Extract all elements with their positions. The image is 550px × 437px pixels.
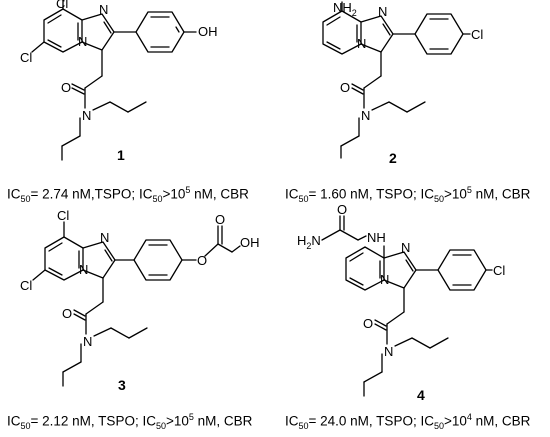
compound-2-activity-caption: IC50= 1.60 nM, TSPO; IC50>105 nM, CBR bbox=[285, 185, 531, 205]
compound-3-activity-caption: IC50= 2.12 nM, TSPO; IC50>105 nM, CBR bbox=[7, 412, 253, 432]
compound-2-amino-group: NH2 bbox=[333, 0, 357, 18]
compound-2-bridge-nitrogen: N bbox=[357, 36, 366, 51]
compound-3-chlorine-top: Cl bbox=[57, 208, 69, 223]
compound-3-amide-oxygen: O bbox=[62, 306, 72, 321]
compound-2-chlorine: Cl bbox=[471, 27, 483, 42]
compound-3-ring-nitrogen: N bbox=[100, 230, 109, 245]
compound-2-structure: NH2 N N Cl O N 2 bbox=[322, 0, 483, 166]
compound-1-amide-oxygen: O bbox=[61, 80, 71, 95]
compound-1-hydroxyl: OH bbox=[198, 24, 218, 39]
compound-1-structure: Cl Cl N N OH O N 1 bbox=[20, 0, 218, 163]
compound-4-amide-oxygen: O bbox=[363, 316, 373, 331]
compound-4-amide-nitrogen: N bbox=[384, 344, 393, 359]
compound-4-glycine-amine: H2N bbox=[297, 233, 321, 251]
compound-1-chlorine-top: Cl bbox=[56, 0, 68, 11]
compound-4-activity-caption: IC50= 24.0 nM, TSPO; IC50>104 nM, CBR bbox=[285, 412, 531, 432]
compound-1-chlorine-left: Cl bbox=[20, 50, 32, 65]
compound-3-ether-oxygen: O bbox=[197, 253, 207, 268]
compound-4-amide-nh: NH bbox=[367, 230, 386, 245]
compound-1-bridge-nitrogen: N bbox=[78, 34, 87, 49]
compound-3-acid-hydroxyl: OH bbox=[240, 235, 260, 250]
compound-4-chlorine: Cl bbox=[493, 263, 505, 278]
compound-4-ring-nitrogen: N bbox=[401, 240, 410, 255]
compound-4-glycine-oxygen: O bbox=[337, 202, 347, 217]
compound-3-structure: Cl Cl N N O O OH O N 3 bbox=[20, 208, 260, 393]
compound-3-bridge-nitrogen: N bbox=[79, 262, 88, 277]
compound-2-amide-oxygen: O bbox=[340, 80, 350, 95]
compound-4-structure: H2N O NH N N Cl O N 4 bbox=[297, 202, 505, 403]
compound-1-amide-nitrogen: N bbox=[82, 108, 91, 123]
compound-2-amide-nitrogen: N bbox=[361, 108, 370, 123]
compound-3-chlorine-left: Cl bbox=[20, 278, 32, 293]
compound-1-number: 1 bbox=[117, 147, 125, 163]
compound-4-bridge-nitrogen: N bbox=[380, 272, 389, 287]
compound-1-activity-caption: IC50= 2.74 nM,TSPO; IC50>105 nM, CBR bbox=[7, 185, 249, 205]
compound-4-number: 4 bbox=[417, 387, 425, 403]
compound-3-amide-nitrogen: N bbox=[83, 334, 92, 349]
compound-1-ring-nitrogen: N bbox=[99, 2, 108, 17]
compound-3-acid-oxygen: O bbox=[215, 212, 225, 227]
compound-2-number: 2 bbox=[389, 150, 397, 166]
compound-3-number: 3 bbox=[118, 377, 126, 393]
compound-2-ring-nitrogen: N bbox=[378, 4, 387, 19]
